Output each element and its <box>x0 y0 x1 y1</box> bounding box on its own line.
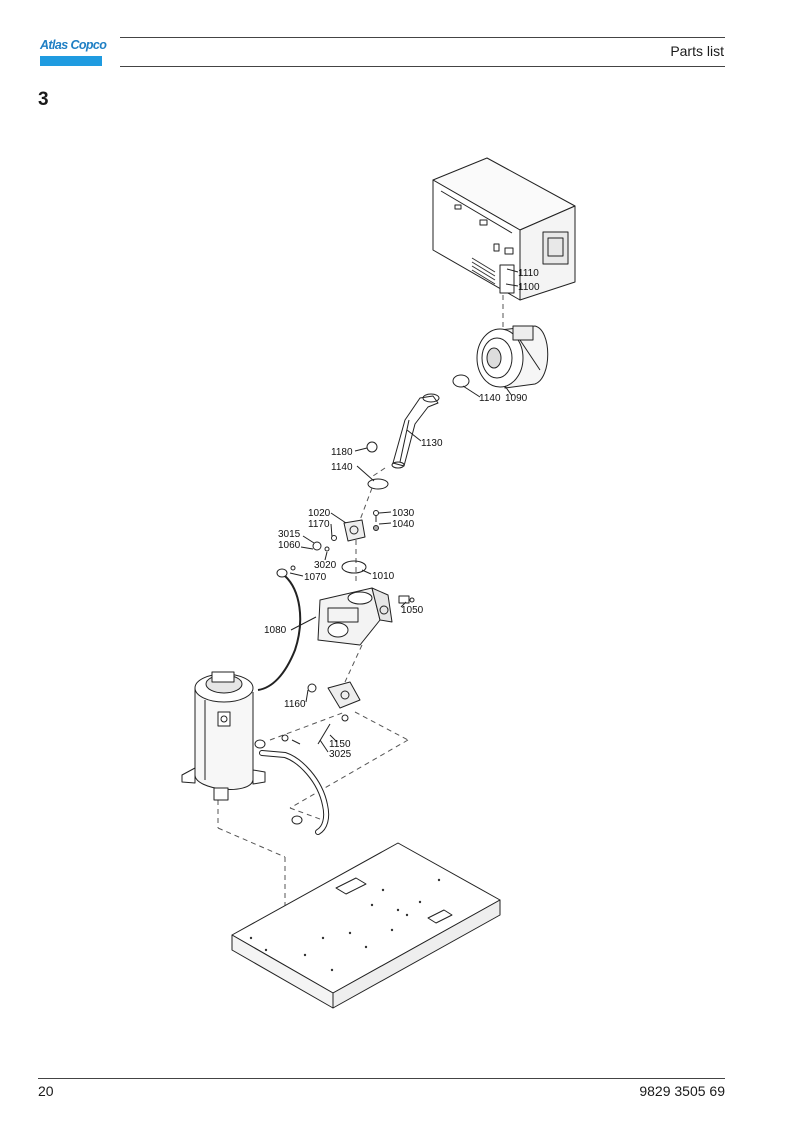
page-number: 20 <box>38 1083 54 1099</box>
header-top-rule <box>120 37 725 38</box>
page-title: Parts list <box>670 43 724 59</box>
o-ring-1010 <box>341 560 367 574</box>
oil-stop-valve <box>327 681 361 722</box>
bolts-3025 <box>281 723 331 745</box>
logo-bar <box>40 56 102 66</box>
callout-1080: 1080 <box>264 625 287 636</box>
header-bottom-rule <box>120 66 725 67</box>
callout-1100: 1100 <box>518 282 540 293</box>
atlas-copco-logo: Atlas Copco <box>40 36 107 67</box>
callout-3020: 3020 <box>314 560 337 571</box>
compressor-element <box>317 587 393 646</box>
callout-1180: 1180 <box>331 447 353 458</box>
callout-1160: 1160 <box>284 699 306 710</box>
leader-lines <box>289 268 519 753</box>
fitting-1050 <box>398 595 415 604</box>
callout-1020: 1020 <box>308 508 331 519</box>
callout-1110: 1110 <box>518 268 539 279</box>
o-ring-hose <box>291 815 303 825</box>
callout-1070: 1070 <box>304 572 327 583</box>
callout-3025: 3025 <box>329 749 352 760</box>
oil-hose <box>259 750 330 835</box>
callout-1060: 1060 <box>278 540 301 551</box>
gasket-1140 <box>367 478 389 490</box>
o-ring-vessel <box>254 739 266 749</box>
plug-1180 <box>366 441 378 453</box>
callout-1150: 1150 <box>329 739 351 750</box>
callout-1130: 1130 <box>421 438 443 449</box>
intake-valve-group <box>312 510 379 552</box>
callout-1050: 1050 <box>401 605 424 616</box>
gasket-1140-motor <box>452 374 470 388</box>
oil-separator-vessel <box>181 671 266 801</box>
callout-1170: 1170 <box>308 519 330 530</box>
callout-1140-motor: 1140 <box>479 393 501 404</box>
callout-1030: 1030 <box>392 508 415 519</box>
motor <box>476 325 549 389</box>
callout-1010: 1010 <box>372 571 395 582</box>
callout-1040: 1040 <box>392 519 415 530</box>
section-number: 3 <box>38 89 49 110</box>
logo-wordmark: Atlas Copco <box>40 38 107 52</box>
callout-3015: 3015 <box>278 529 301 540</box>
footer-rule <box>38 1078 725 1079</box>
air-hose-1130 <box>391 393 440 469</box>
electrical-cabinet <box>432 157 576 301</box>
document-number: 9829 3505 69 <box>639 1083 725 1099</box>
flexible-tube-1080 <box>257 575 302 691</box>
callout-1090: 1090 <box>505 393 528 404</box>
base-frame <box>231 842 501 1009</box>
fitting-1070 <box>276 565 296 578</box>
bolt-1160 <box>307 683 317 693</box>
callout-1140: 1140 <box>331 462 353 473</box>
callout-labels: 1110 1100 1140 1090 1130 1180 1140 1020 … <box>264 268 540 760</box>
